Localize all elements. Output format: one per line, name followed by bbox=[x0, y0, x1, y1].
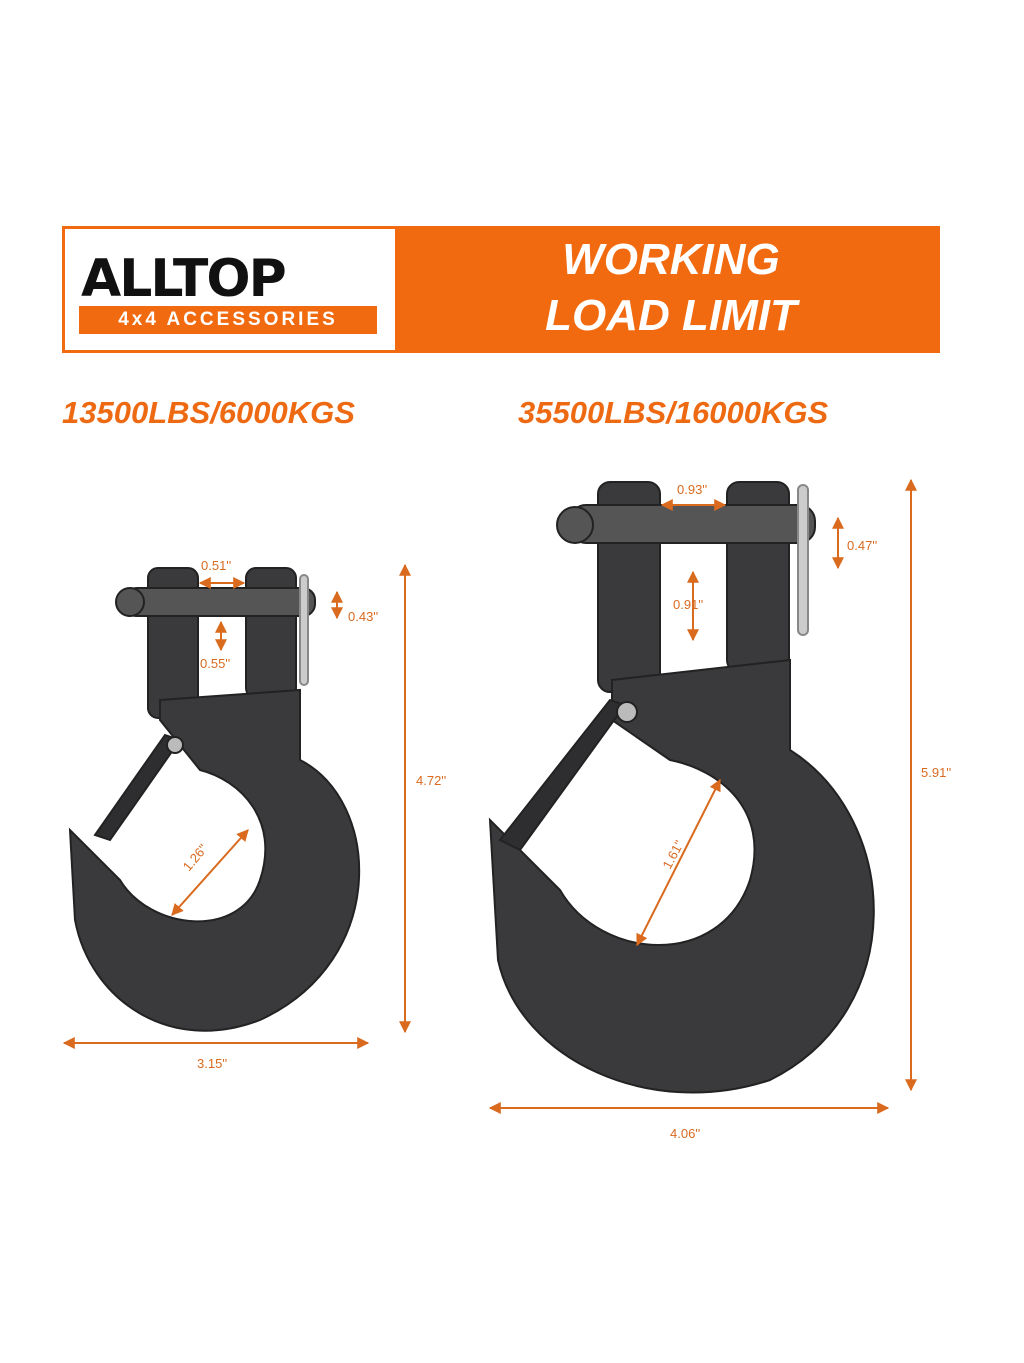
small-pin-diameter-label: 0.43'' bbox=[348, 609, 379, 624]
small-eye-depth-label: 0.55'' bbox=[200, 656, 231, 671]
large-pin-diameter-label: 0.47'' bbox=[847, 538, 878, 553]
small-throat-width-label: 0.51'' bbox=[201, 558, 232, 573]
banner: ALLTOP 4x4 ACCESSORIES WORKING LOAD LIMI… bbox=[62, 226, 940, 353]
large-eye-depth-label: 0.91'' bbox=[673, 597, 704, 612]
small-hook-image bbox=[68, 567, 361, 1032]
banner-title-line1: WORKING bbox=[562, 235, 780, 284]
small-hook-load-limit: 13500LBS/6000KGS bbox=[62, 395, 355, 430]
small-height-label: 4.72'' bbox=[416, 773, 447, 788]
brand-tagline: 4x4 ACCESSORIES bbox=[79, 306, 377, 334]
brand-logo: ALLTOP 4x4 ACCESSORIES bbox=[65, 229, 395, 350]
large-hook-load-limit: 35500LBS/16000KGS bbox=[518, 395, 829, 430]
large-hook-image bbox=[488, 481, 875, 1094]
large-height-label: 5.91'' bbox=[921, 765, 952, 780]
dimension-lines bbox=[62, 478, 917, 1114]
brand-name: ALLTOP bbox=[81, 249, 287, 309]
large-width-label: 4.06'' bbox=[670, 1126, 701, 1141]
small-width-label: 3.15'' bbox=[197, 1056, 228, 1071]
large-throat-width-label: 0.93'' bbox=[677, 482, 708, 497]
banner-title-line2: LOAD LIMIT bbox=[545, 291, 797, 340]
